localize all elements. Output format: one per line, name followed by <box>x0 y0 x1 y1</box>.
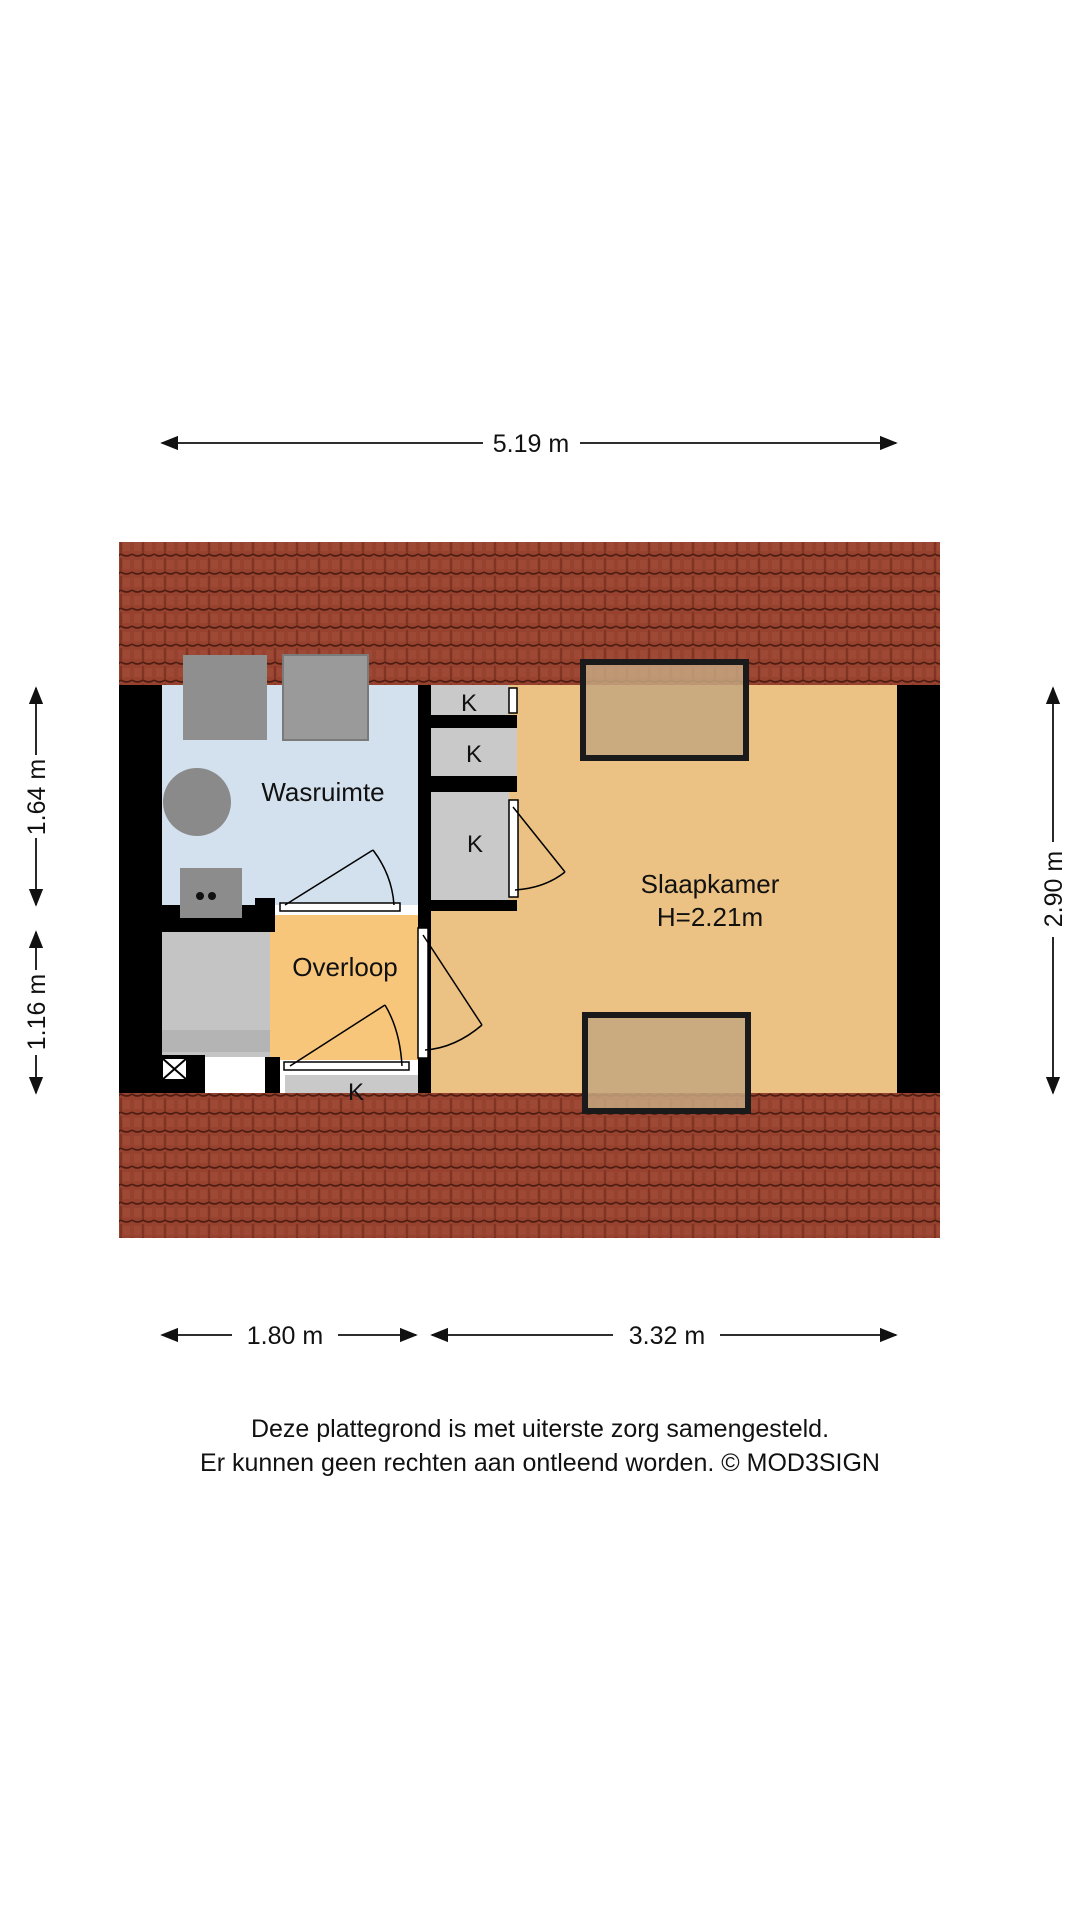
room-label-wasruimte: Wasruimte <box>261 777 384 807</box>
ventilation-icon <box>161 1057 188 1081</box>
heater-knob <box>208 892 216 900</box>
roof-window-bottom <box>582 1012 751 1114</box>
stair-step <box>162 1030 270 1052</box>
stair-opening <box>205 1058 270 1093</box>
heater-knob <box>196 892 204 900</box>
room-label-slaapkamer: Slaapkamer <box>641 869 780 899</box>
dimension-left-lower: 1.16 m <box>23 974 51 1050</box>
dryer <box>282 654 369 741</box>
closet-label: K <box>348 1079 364 1106</box>
closets <box>285 685 517 1093</box>
roof-window-top <box>580 659 749 761</box>
roof-bottom <box>119 1093 940 1238</box>
dimension-lines <box>28 435 1061 1343</box>
walls <box>119 685 940 1093</box>
disclaimer: Deze plattegrond is met uiterste zorg sa… <box>0 1412 1080 1480</box>
doors <box>279 687 566 1071</box>
room-overloop <box>270 915 418 1060</box>
room-height-slaapkamer: H=2.21m <box>657 902 763 932</box>
room-label-overloop: Overloop <box>292 952 398 982</box>
dimension-right-height: 2.90 m <box>1040 851 1068 927</box>
dimension-left-upper: 1.64 m <box>23 759 51 835</box>
closet-label: K <box>466 741 482 768</box>
closet-label: K <box>467 831 483 858</box>
closet-label: K <box>461 690 477 717</box>
dimension-bottom-left: 1.80 m <box>247 1322 323 1350</box>
dimension-bottom-right: 3.32 m <box>629 1322 705 1350</box>
dimension-top-width: 5.19 m <box>493 430 569 458</box>
boiler <box>163 768 231 836</box>
disclaimer-line-2: Er kunnen geen rechten aan ontleend word… <box>200 1449 880 1477</box>
washing-machine <box>183 655 267 740</box>
disclaimer-line-1: Deze plattegrond is met uiterste zorg sa… <box>250 1415 830 1443</box>
